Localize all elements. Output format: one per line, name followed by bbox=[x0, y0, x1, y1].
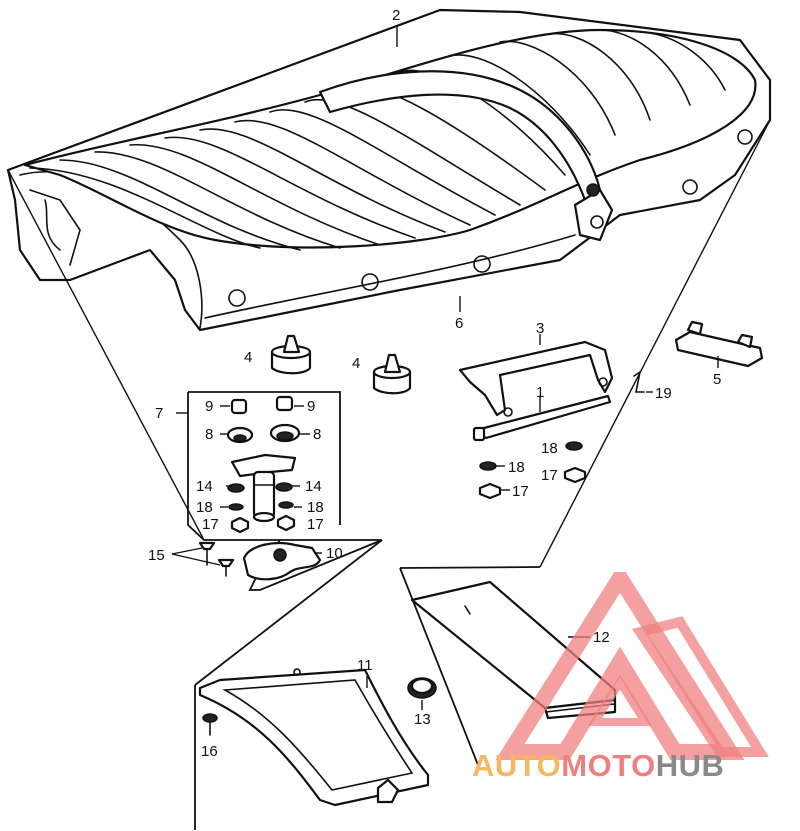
damper-rubber-left bbox=[270, 334, 312, 375]
callout-18b: 18 bbox=[307, 499, 324, 516]
callout-5: 5 bbox=[713, 371, 721, 388]
storage-cover bbox=[198, 668, 430, 807]
cover-screw bbox=[202, 713, 218, 736]
callout-4a: 4 bbox=[244, 349, 252, 366]
lock-parts bbox=[220, 395, 310, 534]
frame-lower bbox=[194, 539, 383, 830]
clip bbox=[633, 370, 645, 393]
callout-13: 13 bbox=[414, 711, 431, 728]
hinge-pin bbox=[472, 394, 612, 442]
callout-17c: 17 bbox=[541, 467, 558, 484]
watermark-hub: HUB bbox=[655, 748, 725, 783]
callout-14b: 14 bbox=[305, 478, 322, 495]
callout-4b: 4 bbox=[352, 355, 360, 372]
callout-14a: 14 bbox=[196, 478, 213, 495]
catch-plate bbox=[674, 320, 764, 368]
lock-plate bbox=[242, 541, 322, 581]
callout-2: 2 bbox=[392, 7, 400, 24]
fasteners-right bbox=[478, 441, 587, 500]
callout-11: 11 bbox=[357, 657, 373, 674]
callout-18c: 18 bbox=[541, 440, 558, 457]
boundary-right bbox=[539, 119, 771, 568]
callout-15: 15 bbox=[148, 547, 165, 564]
callout-17d: 17 bbox=[512, 483, 529, 500]
callout-12: 12 bbox=[593, 629, 610, 646]
callout-16: 16 bbox=[201, 743, 218, 760]
callout-9a: 9 bbox=[205, 398, 213, 415]
boundary-left bbox=[7, 169, 205, 541]
watermark-text: AUTOMOTOHUB bbox=[472, 748, 724, 784]
callout-7: 7 bbox=[155, 405, 163, 422]
callout-3: 3 bbox=[536, 320, 544, 337]
callout-8b: 8 bbox=[313, 426, 321, 443]
callout-9b: 9 bbox=[307, 398, 315, 415]
callout-19: 19 bbox=[655, 385, 672, 402]
callout-18a: 18 bbox=[196, 499, 213, 516]
seat-cushion bbox=[23, 28, 757, 251]
hinge-bracket bbox=[458, 334, 614, 417]
damper-rubber-right bbox=[372, 353, 412, 395]
watermark-moto: MOTO bbox=[561, 748, 656, 783]
callout-6: 6 bbox=[455, 315, 463, 332]
callout-1: 1 bbox=[536, 384, 544, 401]
grommet bbox=[407, 677, 437, 710]
callout-10: 10 bbox=[326, 545, 343, 562]
callout-18d: 18 bbox=[508, 459, 525, 476]
callout-17b: 17 bbox=[307, 516, 324, 533]
watermark-auto: AUTO bbox=[472, 748, 562, 783]
callout-8a: 8 bbox=[205, 426, 213, 443]
callout-17a: 17 bbox=[202, 516, 219, 533]
watermark-logo-icon bbox=[495, 572, 769, 760]
screws bbox=[171, 541, 235, 577]
